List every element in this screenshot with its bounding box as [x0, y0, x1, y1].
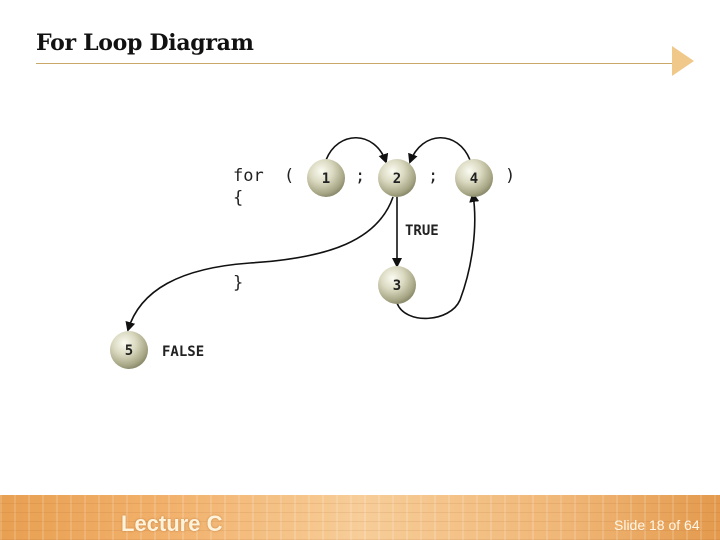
footer-texture [0, 495, 720, 540]
node-2-label: 2 [393, 171, 401, 187]
true-label: TRUE [405, 223, 439, 239]
lecture-label: Lecture C [121, 511, 223, 536]
for-keyword: for [233, 166, 264, 186]
node-5-label: 5 [125, 343, 133, 359]
footer-banner [0, 495, 720, 540]
edge-1-to-2 [325, 137, 389, 164]
open-brace: { [233, 188, 243, 208]
open-paren: ( [284, 166, 294, 186]
node-1: 1 [307, 159, 345, 197]
edge-2-to-5 [125, 196, 394, 332]
node-5: 5 [110, 331, 148, 369]
node-2: 2 [378, 159, 416, 197]
close-paren: ) [505, 166, 515, 186]
edge-3-to-4 [396, 192, 480, 320]
edge-4-to-2 [408, 137, 471, 164]
node-3: 3 [378, 266, 416, 304]
slide-title: For Loop Diagram [36, 30, 254, 56]
semicolon-1: ; [355, 166, 365, 186]
slide-counter: Slide 18 of 64 [614, 517, 700, 533]
for-loop-diagram: for ( ; ; ) { } TRUE FALSE 1 2 4 3 5 [110, 137, 515, 369]
node-3-label: 3 [393, 278, 401, 294]
node-4-label: 4 [470, 171, 478, 187]
title-underline [36, 63, 676, 64]
close-brace: } [233, 273, 243, 293]
semicolon-2: ; [428, 166, 438, 186]
title-arrow-icon [672, 46, 694, 76]
node-1-label: 1 [322, 171, 330, 187]
false-label: FALSE [162, 344, 204, 360]
node-4: 4 [455, 159, 493, 197]
